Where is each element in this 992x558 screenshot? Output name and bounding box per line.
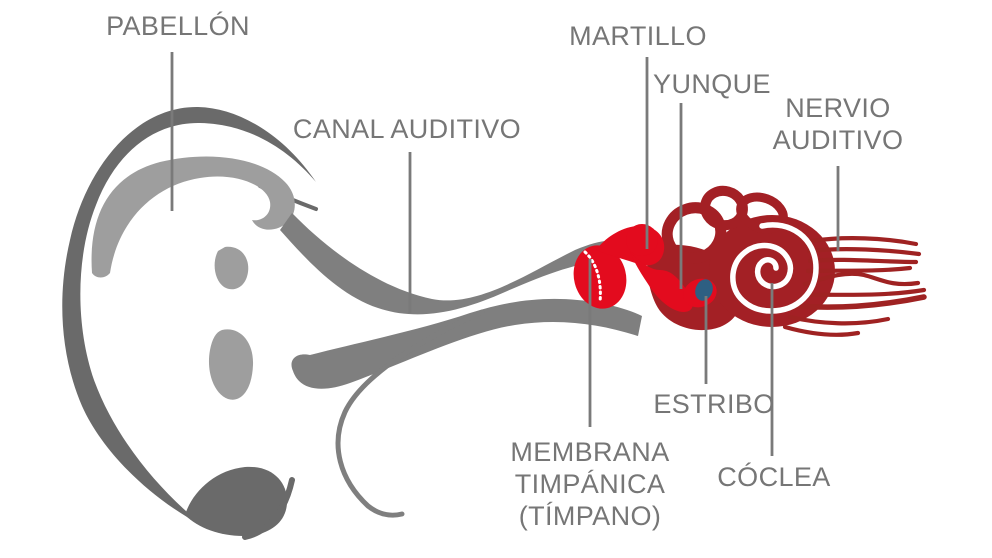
canal-upper-band (280, 213, 616, 315)
concha-blob-upper (214, 246, 249, 290)
nerve-fiber (782, 324, 861, 337)
canal-lower-band (291, 298, 642, 389)
earlobe-shape (185, 466, 288, 536)
auditory-nerve-fibers (782, 236, 927, 337)
canal-echo-swoosh (335, 309, 485, 518)
label-canal-auditivo: CANAL AUDITIVO (293, 113, 521, 145)
label-estribo-text: ESTRIBO (653, 389, 775, 419)
label-yunque-text: YUNQUE (653, 69, 771, 99)
nerve-fiber (787, 314, 891, 326)
nerve-fiber (793, 294, 927, 310)
earlobe-echo-arc (242, 477, 295, 540)
label-pabellon: PABELLÓN (106, 10, 250, 42)
label-martillo: MARTILLO (569, 20, 707, 52)
membrane-stitch-line (583, 250, 602, 304)
label-estribo: ESTRIBO (653, 388, 774, 420)
incus-shape (630, 252, 693, 312)
label-coclea-text: CÓCLEA (717, 462, 831, 492)
nerve-fiber (799, 287, 927, 298)
concha-blob-lower (208, 329, 254, 400)
label-membrana-line3: (TÍMPANO) (518, 501, 662, 531)
semicircular-canal-loop-3 (736, 192, 788, 234)
leader-lines (170, 52, 840, 456)
malleus-head-shape (626, 224, 658, 256)
label-nervio-auditivo: NERVIO AUDITIVO (773, 92, 904, 156)
label-nervio-auditivo-line2: AUDITIVO (772, 125, 904, 155)
oval-window-shape (695, 279, 713, 301)
nerve-fiber (809, 236, 919, 247)
nerve-fiber (807, 257, 919, 265)
label-nervio-auditivo-line1: NERVIO (785, 93, 891, 123)
label-yunque: YUNQUE (653, 68, 771, 100)
label-membrana-timpanica: MEMBRANA TIMPÁNICA (TÍMPANO) (510, 436, 669, 532)
antihelix-shape (91, 156, 295, 278)
label-canal-auditivo-text: CANAL AUDITIVO (292, 114, 522, 144)
cochlea-spiral (730, 222, 819, 314)
label-membrana-line1: MEMBRANA (510, 437, 670, 467)
label-pabellon-text: PABELLÓN (106, 11, 250, 41)
label-membrana-line2: TIMPÁNICA (514, 469, 666, 499)
nerve-fiber (806, 247, 922, 257)
label-coclea: CÓCLEA (717, 461, 830, 493)
nerve-fiber (802, 271, 921, 287)
label-martillo-text: MARTILLO (569, 21, 707, 51)
